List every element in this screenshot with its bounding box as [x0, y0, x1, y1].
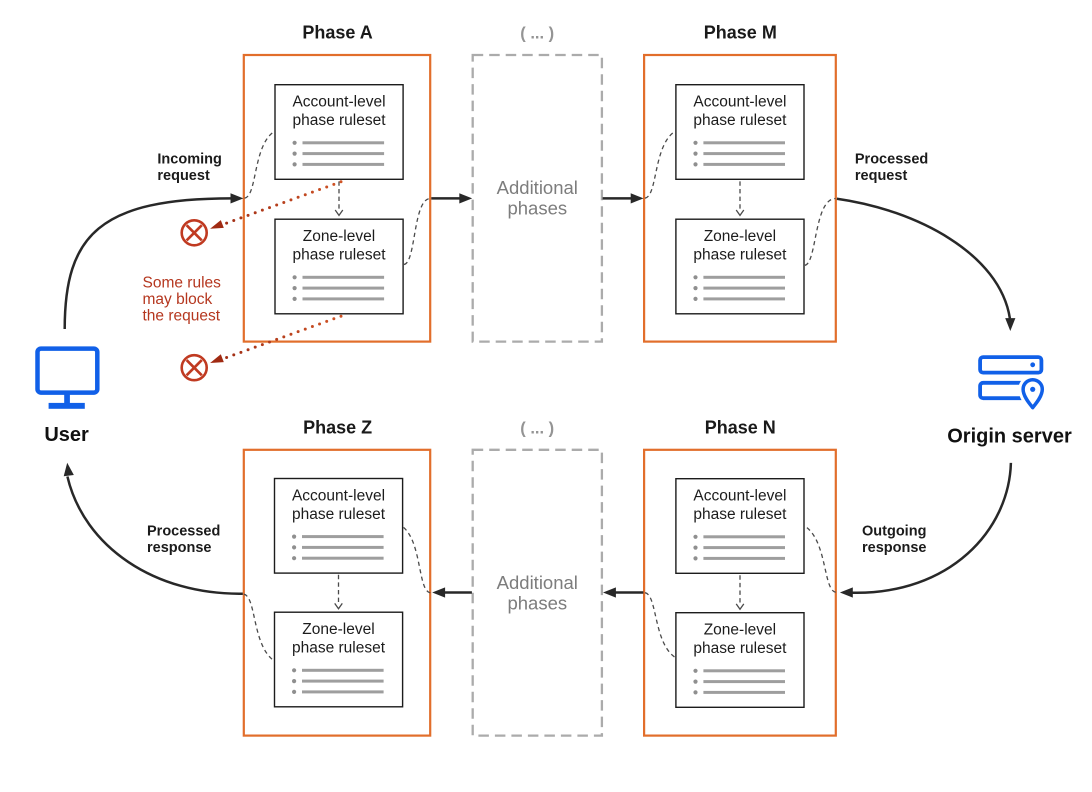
svg-text:Phase M: Phase M [704, 23, 777, 43]
svg-text:( ... ): ( ... ) [520, 420, 554, 438]
svg-text:Some rules: Some rules [143, 275, 222, 292]
svg-text:request: request [855, 168, 908, 184]
svg-text:Additional: Additional [497, 572, 578, 593]
svg-text:request: request [157, 168, 210, 184]
svg-text:Phase N: Phase N [705, 418, 776, 438]
svg-text:Origin server: Origin server [947, 426, 1072, 448]
svg-text:Processed: Processed [855, 152, 928, 168]
svg-text:Additional: Additional [497, 177, 578, 198]
svg-text:( ... ): ( ... ) [520, 25, 554, 43]
svg-text:Phase Z: Phase Z [303, 418, 372, 438]
svg-text:may block: may block [143, 291, 213, 308]
svg-text:Incoming: Incoming [157, 152, 221, 168]
svg-text:Outgoing: Outgoing [862, 524, 926, 540]
svg-text:phases: phases [507, 592, 567, 613]
svg-text:the request: the request [143, 308, 221, 325]
svg-text:response: response [862, 540, 926, 556]
svg-text:User: User [44, 424, 89, 446]
svg-text:phases: phases [507, 198, 567, 219]
svg-text:Processed: Processed [147, 524, 220, 540]
svg-text:Phase A: Phase A [302, 23, 372, 43]
svg-text:response: response [147, 540, 211, 556]
